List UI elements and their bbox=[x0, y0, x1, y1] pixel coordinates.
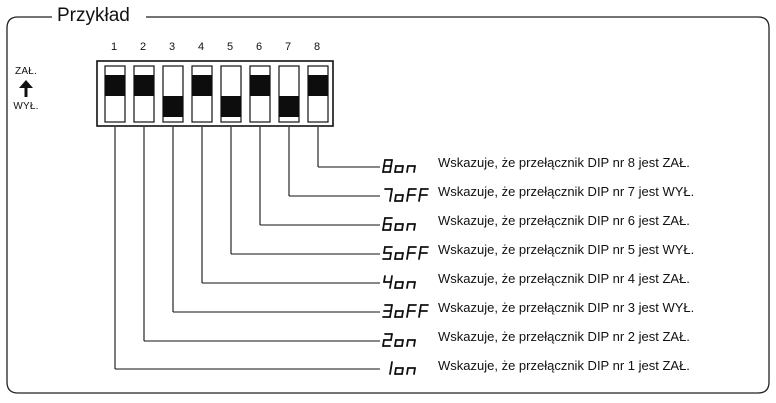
description-switch-6: Wskazuje, że przełącznik DIP nr 6 jest Z… bbox=[438, 213, 690, 228]
code-7-glyph-3-icon bbox=[418, 188, 429, 202]
code-5-glyph-0-icon bbox=[382, 246, 393, 260]
code-7-glyph-1-icon bbox=[394, 194, 404, 202]
code-2-glyph-2-icon bbox=[406, 339, 416, 347]
code-4-glyph-2-icon bbox=[406, 281, 416, 289]
code-3-glyph-2-icon bbox=[406, 304, 417, 318]
code-5-glyph-3-icon bbox=[418, 246, 429, 260]
switch-number-6: 6 bbox=[255, 41, 263, 53]
switch-1-actuator bbox=[105, 75, 125, 96]
description-switch-4: Wskazuje, że przełącznik DIP nr 4 jest Z… bbox=[438, 271, 690, 286]
off-state-label: WYŁ. bbox=[13, 101, 39, 112]
code-7-glyph-0-icon bbox=[384, 188, 393, 202]
code-4-glyph-0-icon bbox=[383, 275, 393, 289]
switch-4-actuator bbox=[192, 75, 212, 96]
on-state-label: ZAŁ. bbox=[15, 66, 37, 77]
diagram-title: Przykład bbox=[52, 4, 135, 28]
description-switch-5: Wskazuje, że przełącznik DIP nr 5 jest W… bbox=[438, 242, 695, 257]
description-switch-7: Wskazuje, że przełącznik DIP nr 7 jest W… bbox=[438, 184, 695, 199]
description-switch-2: Wskazuje, że przełącznik DIP nr 2 jest Z… bbox=[438, 329, 690, 344]
code-3-glyph-1-icon bbox=[394, 310, 404, 318]
code-8-glyph-1-icon bbox=[394, 165, 404, 173]
code-6-glyph-1-icon bbox=[394, 223, 404, 231]
switch-3-actuator bbox=[163, 96, 183, 117]
code-4-glyph-1-icon bbox=[394, 281, 404, 289]
switch-number-1: 1 bbox=[110, 41, 118, 53]
switch-number-8: 8 bbox=[313, 41, 321, 53]
switch-number-7: 7 bbox=[284, 41, 292, 53]
code-1-glyph-1-icon bbox=[394, 367, 404, 375]
description-switch-3: Wskazuje, że przełącznik DIP nr 3 jest W… bbox=[438, 300, 695, 315]
code-5-glyph-1-icon bbox=[394, 252, 404, 260]
description-switch-8: Wskazuje, że przełącznik DIP nr 8 jest Z… bbox=[438, 155, 690, 170]
switch-number-4: 4 bbox=[197, 41, 205, 53]
code-3-glyph-0-icon bbox=[382, 304, 393, 318]
code-3-glyph-3-icon bbox=[418, 304, 429, 318]
switch-5-actuator bbox=[221, 96, 241, 117]
switch-8-actuator bbox=[308, 75, 328, 96]
code-8-glyph-0-icon bbox=[382, 159, 393, 173]
code-2-glyph-0-icon bbox=[382, 333, 393, 347]
frame-border bbox=[6, 16, 770, 394]
code-6-glyph-0-icon bbox=[382, 217, 393, 231]
code-2-glyph-1-icon bbox=[394, 339, 404, 347]
code-8-glyph-2-icon bbox=[406, 165, 416, 173]
up-arrow-head-icon bbox=[19, 80, 33, 88]
code-6-glyph-2-icon bbox=[406, 223, 416, 231]
code-7-glyph-2-icon bbox=[406, 188, 417, 202]
switch-2-actuator bbox=[134, 75, 154, 96]
switch-number-2: 2 bbox=[139, 41, 147, 53]
switch-7-actuator bbox=[279, 96, 299, 117]
switch-number-5: 5 bbox=[226, 41, 234, 53]
code-5-glyph-2-icon bbox=[406, 246, 417, 260]
switch-number-3: 3 bbox=[168, 41, 176, 53]
description-switch-1: Wskazuje, że przełącznik DIP nr 1 jest Z… bbox=[438, 358, 690, 373]
switch-6-actuator bbox=[250, 75, 270, 96]
code-1-glyph-0-icon bbox=[389, 361, 393, 375]
code-1-glyph-2-icon bbox=[406, 367, 416, 375]
